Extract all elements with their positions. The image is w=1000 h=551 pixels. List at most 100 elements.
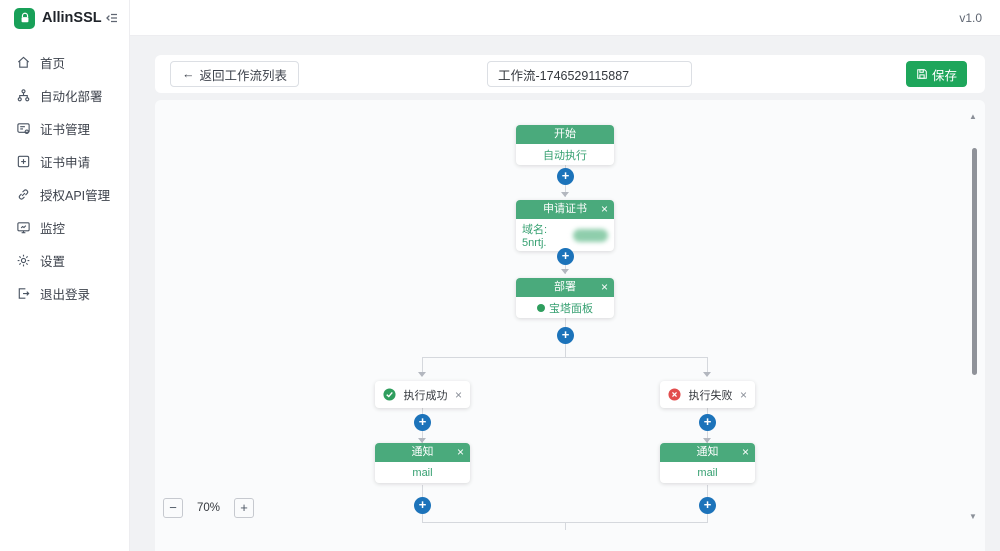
zoom-level: 70% [197, 502, 221, 514]
node-notify-right[interactable]: 通知 × mail [660, 443, 755, 483]
redacted-domain [572, 228, 608, 242]
arrow-down [418, 438, 426, 443]
node-apply-cert-header: 申请证书 × [516, 200, 614, 219]
arrow-down [561, 192, 569, 197]
node-title: 申请证书 [543, 203, 587, 215]
add-node-button[interactable]: + [557, 327, 574, 344]
baota-logo-icon [537, 303, 545, 312]
collapse-sidebar-icon[interactable] [105, 11, 119, 25]
workflow-icon [16, 88, 31, 103]
arrow-down [703, 438, 711, 443]
topbar: v1.0 [130, 0, 1000, 36]
error-icon [668, 388, 681, 401]
close-icon[interactable]: × [456, 445, 464, 459]
node-exec-success[interactable]: 执行成功 × [375, 381, 470, 408]
add-node-button[interactable]: + [414, 414, 431, 431]
save-button-label: 保存 [931, 68, 957, 83]
workflow-canvas[interactable]: + + + + + + + 开始 自动执行 申请证书 × 域名: 5nrtj. [155, 100, 985, 551]
sidebar-item-label: 授权API管理 [40, 189, 111, 203]
connector [565, 522, 566, 530]
add-node-button[interactable]: + [557, 248, 574, 265]
workflow-name-input[interactable] [487, 61, 692, 87]
close-icon[interactable]: × [739, 387, 747, 402]
sidebar-item-cert-manage[interactable]: 证书管理 [0, 112, 129, 145]
save-icon [916, 68, 928, 80]
close-icon[interactable]: × [600, 280, 608, 294]
sidebar-item-label: 首页 [40, 57, 66, 71]
scroll-up-arrow[interactable]: ▲ [969, 112, 977, 121]
zoom-controls: − 70% + [163, 498, 255, 518]
node-deploy-body: 宝塔面板 [516, 297, 614, 318]
home-icon [16, 55, 31, 70]
sidebar-item-label: 自动化部署 [40, 90, 103, 104]
sidebar-item-label: 设置 [40, 255, 66, 269]
close-icon[interactable]: × [454, 387, 462, 402]
node-notify-header: 通知 × [660, 443, 755, 462]
back-to-workflow-list-button[interactable]: ← 返回工作流列表 [170, 61, 300, 87]
success-icon [383, 388, 396, 401]
logo-row: AllinSSL [0, 0, 129, 36]
gear-icon [16, 253, 31, 268]
monitor-icon [16, 220, 31, 235]
arrow-down [703, 372, 711, 377]
connector [422, 357, 708, 358]
logout-icon [16, 286, 31, 301]
node-start-body: 自动执行 [543, 149, 587, 162]
add-node-button[interactable]: + [557, 168, 574, 185]
scroll-down-arrow[interactable]: ▼ [969, 512, 977, 521]
arrow-down [561, 269, 569, 274]
sidebar-item-cert-apply[interactable]: 证书申请 [0, 145, 129, 178]
plus-square-icon [16, 154, 31, 169]
sidebar-item-auto-deploy[interactable]: 自动化部署 [0, 79, 129, 112]
node-apply-cert-body: 域名: 5nrtj. [516, 219, 614, 251]
scrollbar-thumb[interactable] [972, 148, 977, 375]
domain-label: 域名: 5nrtj. [522, 224, 548, 249]
node-apply-cert[interactable]: 申请证书 × 域名: 5nrtj. [516, 200, 614, 251]
deploy-target-label: 宝塔面板 [549, 302, 593, 315]
save-button[interactable]: 保存 [905, 61, 967, 87]
node-start-header: 开始 [516, 125, 614, 144]
close-icon[interactable]: × [741, 445, 749, 459]
sidebar-item-label: 证书申请 [40, 156, 91, 170]
node-exec-fail[interactable]: 执行失败 × [660, 381, 755, 408]
sidebar-item-monitor[interactable]: 监控 [0, 211, 129, 244]
node-notify-body: mail [412, 466, 433, 479]
node-title: 通知 [411, 446, 434, 458]
arrow-down [418, 372, 426, 377]
sidebar-item-home[interactable]: 首页 [0, 46, 129, 79]
node-title: 部署 [554, 281, 576, 293]
branch-label: 执行成功 [403, 389, 448, 402]
zoom-out-button[interactable]: − [163, 498, 183, 518]
node-title: 通知 [696, 446, 719, 458]
node-notify-left[interactable]: 通知 × mail [375, 443, 470, 483]
sidebar-item-settings[interactable]: 设置 [0, 244, 129, 277]
node-title: 开始 [554, 128, 576, 140]
node-notify-body: mail [697, 466, 718, 479]
add-node-button[interactable]: + [699, 414, 716, 431]
connector [422, 357, 423, 373]
sidebar-item-logout[interactable]: 退出登录 [0, 277, 129, 310]
sidebar-item-label: 证书管理 [40, 123, 91, 137]
node-notify-header: 通知 × [375, 443, 470, 462]
node-deploy[interactable]: 部署 × 宝塔面板 [516, 278, 614, 318]
add-node-button[interactable]: + [414, 497, 431, 514]
node-start[interactable]: 开始 自动执行 [516, 125, 614, 165]
app-name: AllinSSL [42, 10, 102, 26]
link-icon [16, 187, 31, 202]
connector [707, 357, 708, 373]
back-arrow-icon: ← [182, 67, 195, 81]
node-deploy-header: 部署 × [516, 278, 614, 297]
zoom-in-button[interactable]: + [234, 498, 255, 518]
close-icon[interactable]: × [600, 202, 608, 216]
workflow-toolbar: ← 返回工作流列表 保存 [155, 55, 985, 93]
add-node-button[interactable]: + [699, 497, 716, 514]
branch-label: 执行失败 [688, 389, 733, 402]
sidebar-menu: 首页 自动化部署 证书管理 证书申请 授权API管理 监控 [0, 36, 129, 310]
sidebar-item-label: 退出登录 [40, 288, 91, 302]
sidebar-item-api-auth[interactable]: 授权API管理 [0, 178, 129, 211]
sidebar-item-label: 监控 [40, 222, 66, 236]
back-button-label: 返回工作流列表 [199, 68, 288, 83]
certificate-icon [16, 121, 31, 136]
app-logo-icon [14, 7, 35, 29]
